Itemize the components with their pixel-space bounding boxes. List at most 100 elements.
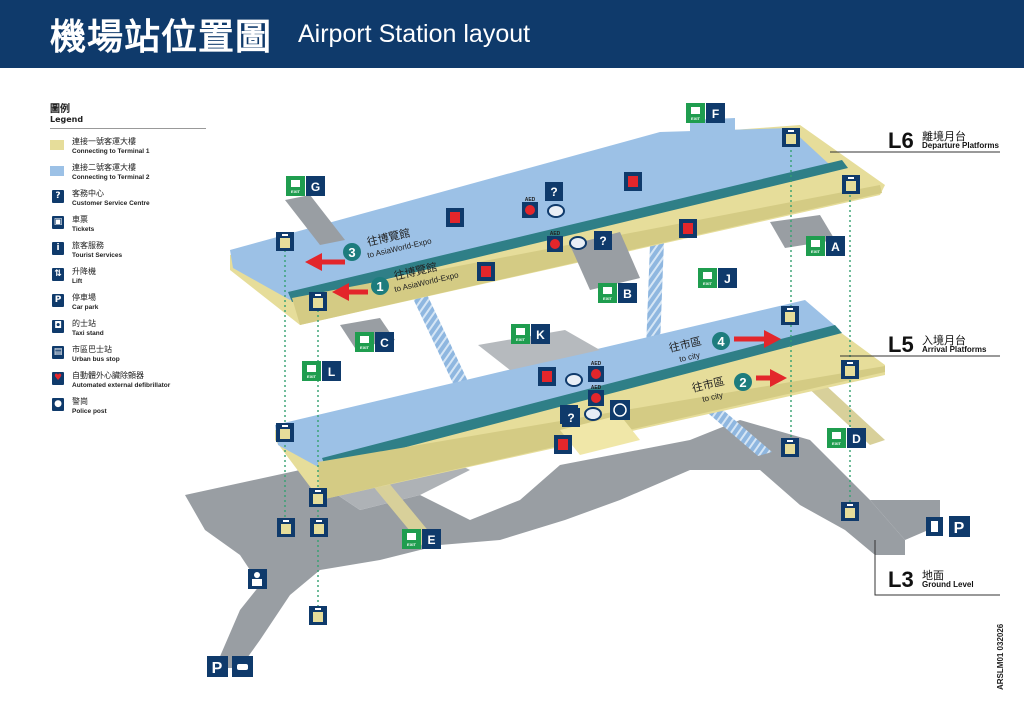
lift-icon <box>309 292 327 311</box>
customer-service-icon: ? <box>52 190 64 203</box>
level-l5-code: L5 <box>888 332 914 357</box>
swatch-terminal-2 <box>50 166 64 176</box>
svg-text:?: ? <box>550 185 557 199</box>
exit-a-sign: EXIT A <box>806 236 845 256</box>
level-l3-english: Ground Level <box>922 580 974 589</box>
customer-service-icon: ? <box>562 408 580 427</box>
svg-text:AED: AED <box>591 361 602 367</box>
exit-letter: J <box>724 272 731 286</box>
svg-text:EXIT: EXIT <box>811 249 820 254</box>
legend-item-english: Police post <box>72 408 107 415</box>
legend-item-text: 停車場 Car park <box>72 293 98 312</box>
legend-item-chinese: 連接二號客運大樓 <box>72 163 136 172</box>
level-l6-label: L6 離境月台 Departure Platforms <box>888 128 1018 158</box>
platform-4-number: 4 <box>717 334 725 349</box>
legend-item-chinese: 升降機 <box>72 267 96 276</box>
aed-icon: AED <box>588 361 604 382</box>
urban-bus-stop-icon <box>547 204 565 218</box>
legend-item-english: Automated external defibrillator <box>72 382 171 389</box>
lift-shafts <box>284 140 851 620</box>
lift-icons <box>276 128 860 625</box>
lift-icon <box>781 306 799 325</box>
lift-icon <box>782 128 800 147</box>
ground-parking-right: P <box>926 516 970 537</box>
level-l3-chinese: 地面 <box>922 570 944 582</box>
level-l5-english: Arrival Platforms <box>922 345 987 354</box>
svg-text:AED: AED <box>550 231 561 237</box>
legend-item-english: Lift <box>72 278 83 285</box>
title-chinese: 機場站位置圖 <box>50 17 273 58</box>
ticket-icon <box>624 172 642 191</box>
exit-k-sign: EXIT K <box>511 324 550 344</box>
lift-icon: ⇅ <box>52 268 64 281</box>
ticket-icon <box>679 219 697 238</box>
svg-text:EXIT: EXIT <box>291 189 300 194</box>
exit-letter: D <box>852 432 861 446</box>
exit-letter: A <box>831 240 840 254</box>
legend-item: P 停車場 Car park <box>50 293 206 313</box>
ticket-icon <box>554 435 572 454</box>
legend-item: 連接二號客運大樓 Connecting to Terminal 2 <box>50 163 206 183</box>
svg-text:?: ? <box>599 234 606 248</box>
aed-icon: AED <box>547 231 563 252</box>
exit-letter: K <box>536 328 545 342</box>
lift-icon <box>276 423 294 442</box>
legend-item: ♥ 自動體外心臟除顫器 Automated external defibrillat… <box>50 371 206 391</box>
legend-item-chinese: 停車場 <box>72 293 96 302</box>
level-l5-chinese: 入境月台 <box>922 335 966 347</box>
level-l3-code: L3 <box>888 567 914 592</box>
svg-text:EXIT: EXIT <box>307 374 316 379</box>
legend-item-english: Car park <box>72 304 99 311</box>
level-l3-label: L3 地面 Ground Level <box>888 567 1018 597</box>
lift-icon <box>277 518 295 537</box>
level-l6-code: L6 <box>888 128 914 153</box>
svg-text:AED: AED <box>525 197 536 203</box>
legend-item-chinese: 自動體外心臟除顫器 <box>72 371 144 380</box>
lift-icon <box>309 606 327 625</box>
customer-service-icon: ? <box>594 231 612 250</box>
aed-icon: AED <box>522 197 538 218</box>
ticket-icon: ▣ <box>52 216 64 229</box>
legend-item-english: Connecting to Terminal 2 <box>72 174 150 181</box>
legend-item-text: 連接二號客運大樓 Connecting to Terminal 2 <box>72 163 150 182</box>
legend-item-english: Urban bus stop <box>72 356 120 363</box>
lift-icon <box>841 360 859 379</box>
exit-l-sign: EXIT L <box>302 361 341 381</box>
exit-letter: L <box>328 365 335 379</box>
ticket-icon <box>477 262 495 281</box>
bus-stop-icon: ▤ <box>52 346 64 359</box>
aed-icon: AED <box>588 385 604 406</box>
ground-parking-left: P <box>207 656 253 677</box>
lift-icon <box>276 232 294 251</box>
aed-icon: ♥ <box>52 372 64 385</box>
level-l6-chinese: 離境月台 <box>922 131 966 143</box>
car-park-icon: P <box>52 294 64 307</box>
urban-bus-stop-icon <box>565 373 583 387</box>
platform-2-number: 2 <box>739 375 746 390</box>
svg-text:AED: AED <box>591 385 602 391</box>
level-leader-lines <box>830 151 1000 596</box>
lift-icon <box>842 175 860 194</box>
legend-item-chinese: 連接一號客運大樓 <box>72 137 136 146</box>
lift-icon <box>841 502 859 521</box>
document-id: ARSLM01 032026 <box>996 623 1005 690</box>
platform-2-direction: 2 往市區 to city <box>691 369 787 404</box>
svg-text:EXIT: EXIT <box>407 542 416 547</box>
svg-text:EXIT: EXIT <box>516 337 525 342</box>
